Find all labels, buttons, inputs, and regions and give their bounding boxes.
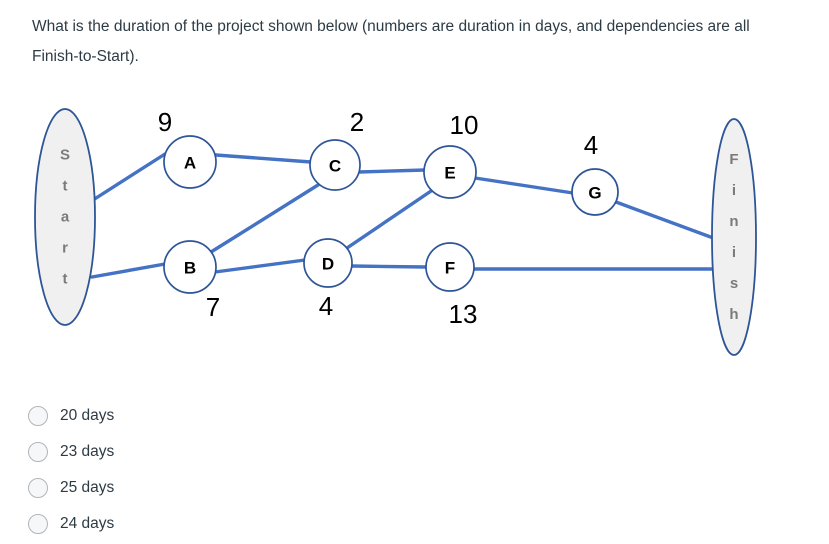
start-node-letter: a <box>61 209 70 226</box>
node-c <box>309 139 361 191</box>
answer-option-label: 23 days <box>60 443 115 460</box>
edges-group <box>90 152 718 279</box>
radio-button-4[interactable] <box>28 514 48 534</box>
finish-node-letter: n <box>729 213 738 230</box>
node-label-e: E <box>444 164 455 183</box>
answer-option-label: 20 days <box>60 407 115 424</box>
finish-node-letter: i <box>732 244 736 261</box>
start-node-letter: t <box>63 271 68 288</box>
finish-node-letter: i <box>732 182 736 199</box>
edge-c-to-e <box>357 168 427 174</box>
edge-d-to-e <box>345 187 436 250</box>
question-prompt: What is the duration of the project show… <box>32 18 750 65</box>
edge-start-to-a <box>91 152 167 202</box>
edge-a-to-c <box>214 153 313 164</box>
duration-label-g: 4 <box>584 130 598 160</box>
start-node-letter: S <box>60 147 70 164</box>
finish-node-ellipse <box>711 118 757 356</box>
node-d <box>303 238 353 288</box>
answer-option-label: 25 days <box>60 479 115 496</box>
radio-button-2[interactable] <box>28 442 48 462</box>
node-label-d: D <box>322 255 334 274</box>
duration-label-f: 13 <box>449 299 478 329</box>
edge-e-to-g <box>473 176 575 195</box>
duration-label-b: 7 <box>206 292 220 322</box>
node-g <box>571 168 619 216</box>
start-node-ellipse <box>34 108 96 326</box>
duration-label-e: 10 <box>450 110 479 140</box>
start-node-letter: t <box>63 178 68 195</box>
answer-option-3[interactable]: 25 days <box>28 470 428 506</box>
answer-option-4[interactable]: 24 days <box>28 506 428 542</box>
node-f <box>425 242 475 292</box>
duration-labels-group: 9 7 2 4 10 13 4 <box>158 107 598 329</box>
start-node-letter: r <box>62 240 68 257</box>
node-label-g: G <box>588 184 601 203</box>
finish-node-letter: s <box>730 275 738 292</box>
node-b <box>163 240 217 294</box>
node-label-c: C <box>329 157 341 176</box>
answer-options-list: 20 days 23 days 25 days 24 days <box>28 398 428 542</box>
answer-option-1[interactable]: 20 days <box>28 398 428 434</box>
node-label-b: B <box>184 259 196 278</box>
finish-node-letter: h <box>729 306 738 323</box>
duration-label-d: 4 <box>319 291 333 321</box>
radio-button-1[interactable] <box>28 406 48 426</box>
answer-option-2[interactable]: 23 days <box>28 434 428 470</box>
nodes-group: A B C D E F G <box>163 135 619 294</box>
node-a <box>163 135 217 189</box>
node-label-a: A <box>184 154 196 173</box>
edge-start-to-b <box>90 262 167 279</box>
duration-label-a: 9 <box>158 107 172 137</box>
answer-option-label: 24 days <box>60 515 115 532</box>
edge-b-to-d <box>213 258 307 274</box>
finish-node-letter: F <box>729 151 738 168</box>
edge-g-to-finish <box>614 200 718 241</box>
edge-d-to-f <box>350 264 428 269</box>
node-e <box>423 145 477 199</box>
node-label-f: F <box>445 259 455 278</box>
edge-b-to-c <box>209 183 320 254</box>
duration-label-c: 2 <box>350 107 364 137</box>
radio-button-3[interactable] <box>28 478 48 498</box>
